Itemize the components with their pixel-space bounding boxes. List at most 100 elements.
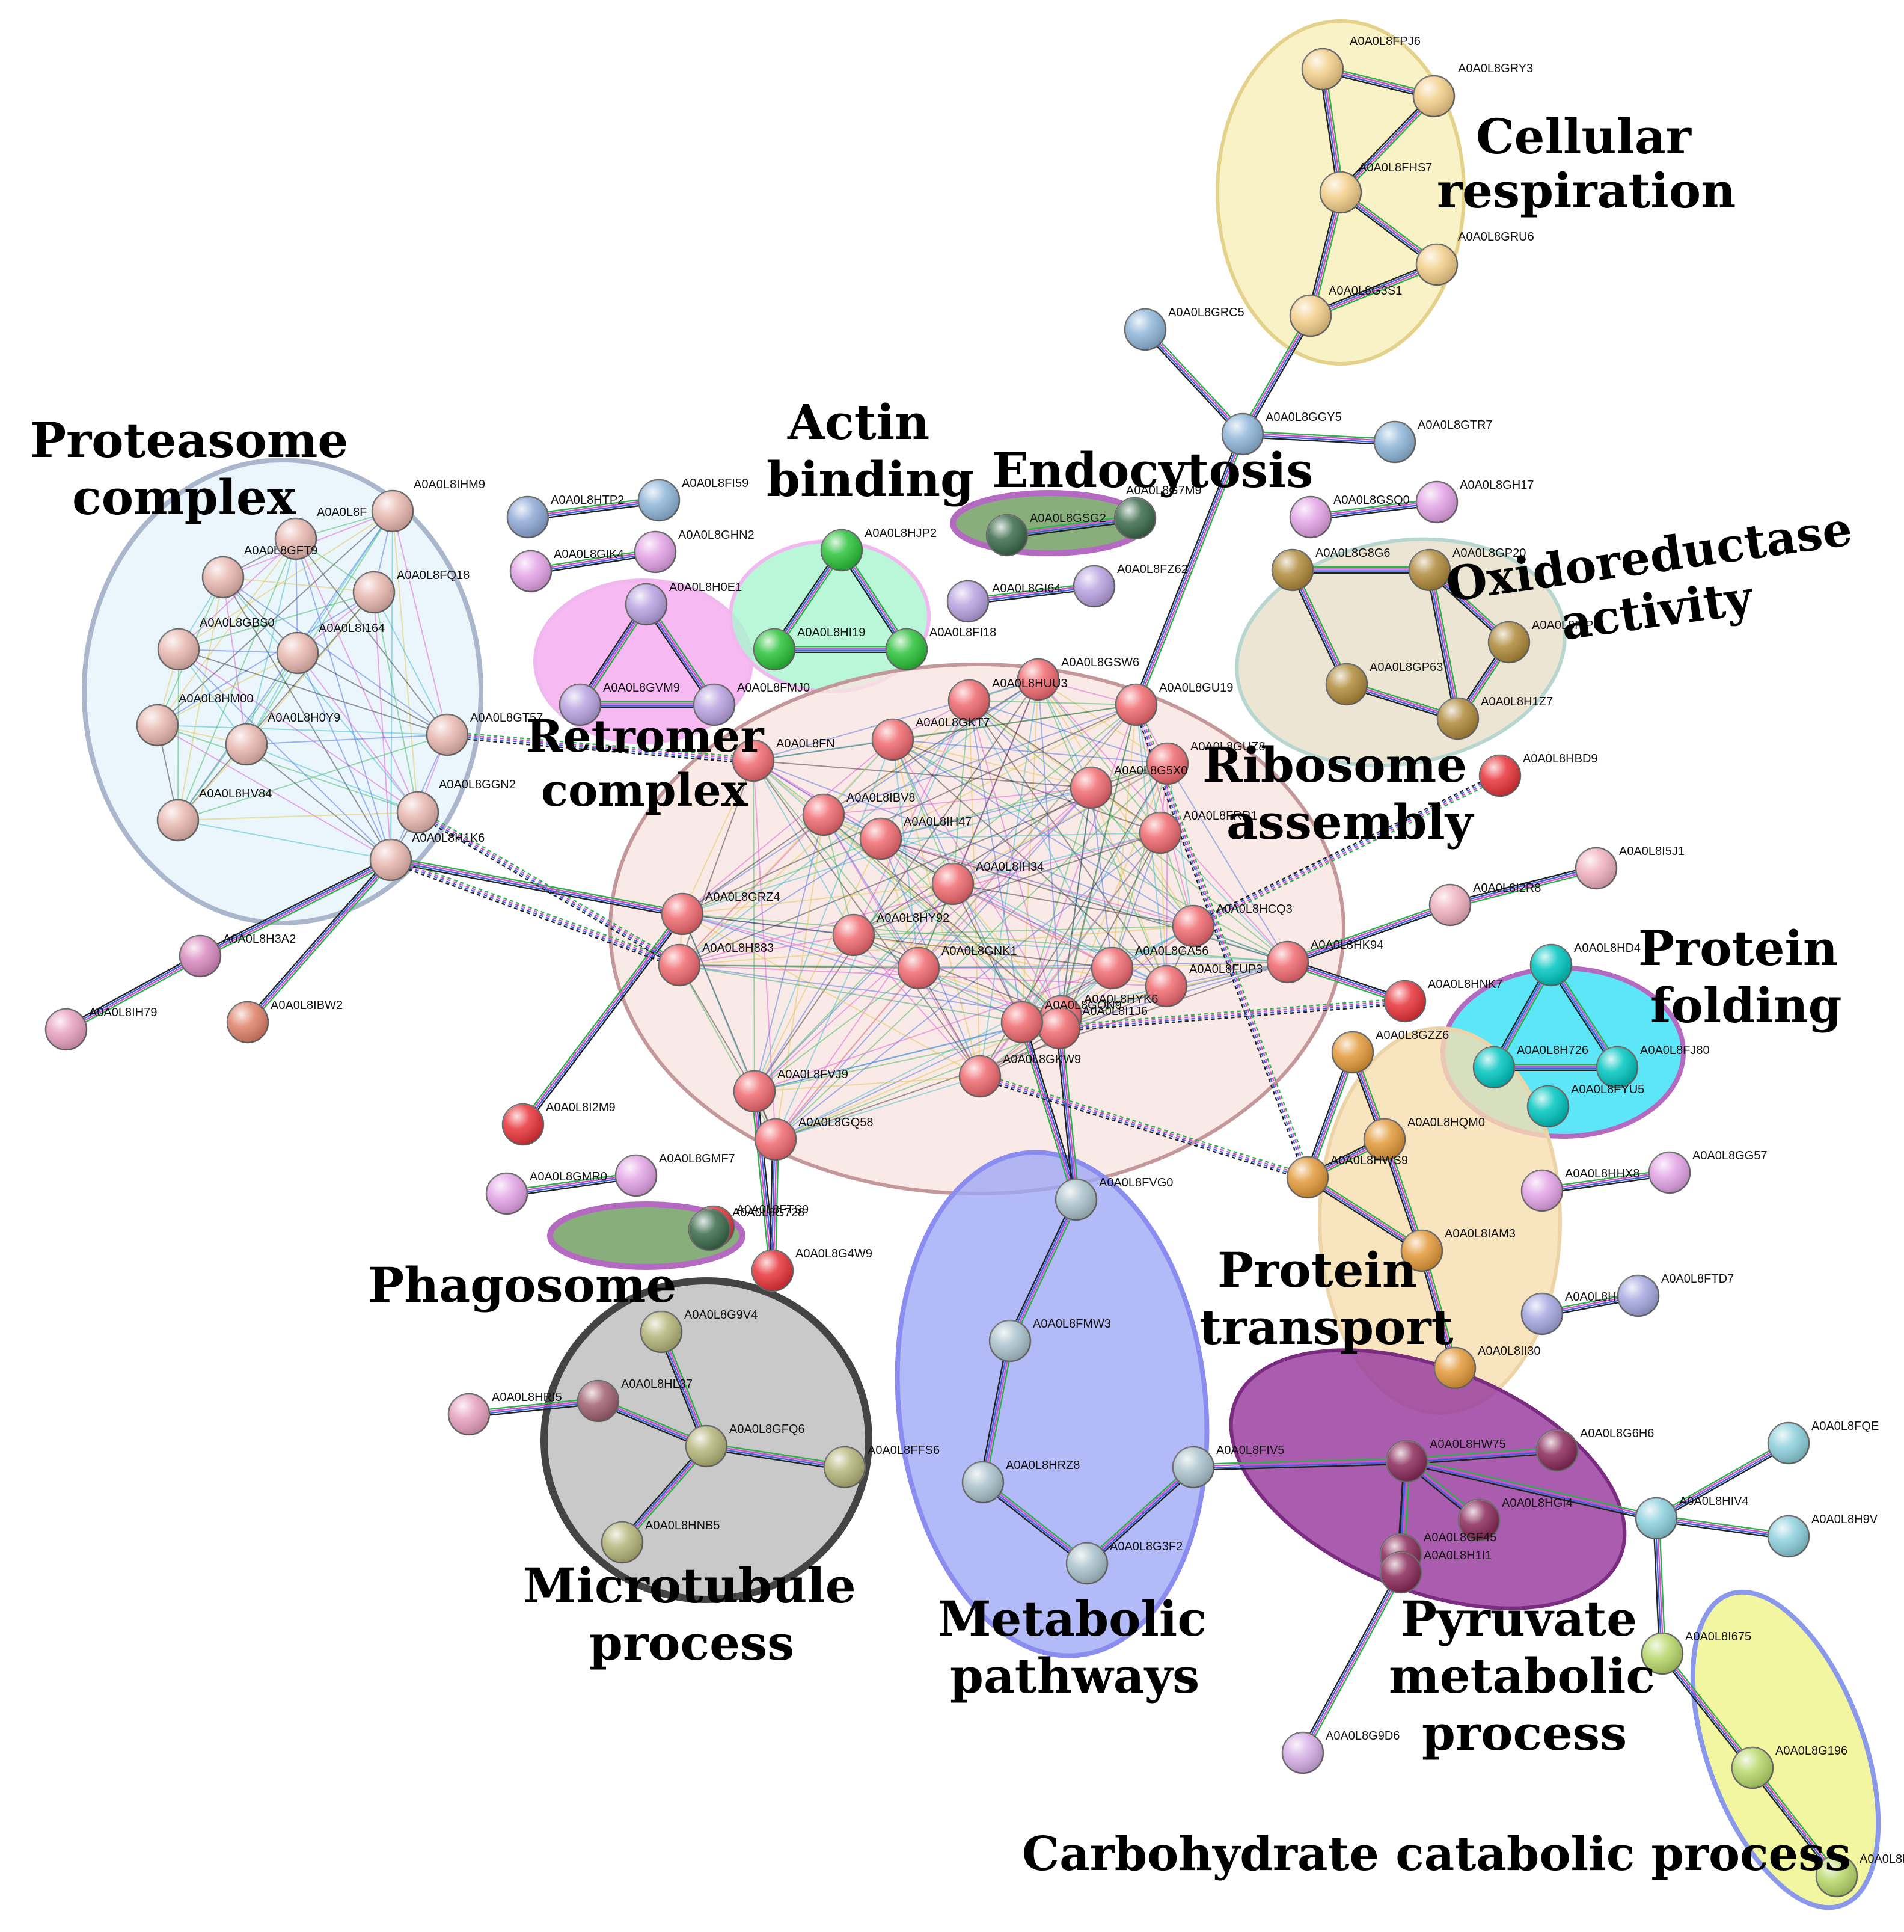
protein-node[interactable]: A0A0L8GMR0: [485, 1170, 607, 1215]
protein-node[interactable]: A0A0L8GIK4: [509, 548, 624, 593]
protein-node[interactable]: A0A0L8HK94: [1266, 939, 1383, 984]
protein-node[interactable]: A0A0L8FUP3: [1145, 963, 1263, 1008]
protein-node[interactable]: A0A0L8GRU6: [1415, 230, 1534, 286]
protein-node[interactable]: A0A0L8IBV8: [802, 791, 916, 836]
protein-node[interactable]: A0A0L8HIV4: [1635, 1495, 1749, 1540]
protein-node[interactable]: A0A0L8HGI4: [1457, 1497, 1573, 1542]
protein-node[interactable]: A0A0L8FN: [732, 737, 835, 782]
protein-node[interactable]: A0A0L8FTD7: [1617, 1272, 1734, 1317]
protein-node[interactable]: A0A0L8GI64: [946, 580, 1061, 623]
protein-node[interactable]: A0A0L8GZZ6: [1331, 1029, 1449, 1074]
protein-node[interactable]: A0A0L8GVM9: [559, 681, 680, 726]
protein-node[interactable]: A0A0L8H726: [1472, 1044, 1588, 1089]
protein-node[interactable]: A0A0L8FHS7: [1319, 161, 1432, 214]
protein-node[interactable]: A0A0L8IHM9: [371, 478, 485, 533]
protein-node[interactable]: A0A0L8HNK7: [1383, 978, 1503, 1023]
protein-node[interactable]: A0A0L8G5X0: [1070, 764, 1187, 809]
protein-node[interactable]: A0A0L8HY92: [832, 912, 949, 957]
protein-node[interactable]: A0A0L8GQ58: [754, 1116, 874, 1161]
protein-node[interactable]: A0A0L8HHX8: [1520, 1167, 1640, 1212]
protein-node[interactable]: A0A0L8H1Z7: [1436, 695, 1553, 740]
protein-node[interactable]: A0A0L8H0E1: [625, 581, 742, 626]
protein-node[interactable]: A0A0L8I: [1815, 1853, 1904, 1898]
protein-node[interactable]: A0A0L8GQN9: [1000, 999, 1122, 1044]
protein-node[interactable]: A0A0L8G728: [688, 1206, 804, 1251]
protein-node[interactable]: A0A0L8GU19: [1115, 681, 1233, 726]
protein-node[interactable]: A0A0L8HW75: [1385, 1438, 1506, 1483]
protein-node[interactable]: A0A0L8I1J6: [1038, 1005, 1148, 1050]
protein-node[interactable]: A0A0L8GRY3: [1412, 62, 1533, 118]
protein-node[interactable]: A0A0L8I2R8: [1428, 882, 1541, 927]
protein-node[interactable]: A0A0L8HD4: [1529, 942, 1641, 987]
protein-node[interactable]: A0A0L8H3A2: [179, 933, 296, 978]
protein-node[interactable]: A0A0L8G8G6: [1271, 547, 1391, 592]
protein-node[interactable]: A0A0L8FVG0: [1055, 1176, 1173, 1221]
protein-node[interactable]: A0A0L8GSQ0: [1289, 494, 1410, 539]
protein-node[interactable]: A0A0L8H883: [658, 942, 774, 987]
protein-node[interactable]: A0A0L8G3S1: [1289, 284, 1402, 337]
protein-node[interactable]: A0A0L8GBS0: [157, 616, 275, 671]
protein-node[interactable]: A0A0L8FZ62: [1073, 563, 1188, 608]
protein-node[interactable]: A0A0L8H1K6: [369, 832, 485, 882]
protein-node[interactable]: A0A0L8FJ80: [1596, 1044, 1710, 1089]
protein-node[interactable]: A0A0L8G9D6: [1281, 1729, 1400, 1774]
protein-node[interactable]: A0A0L8IAM3: [1400, 1227, 1516, 1272]
protein-node[interactable]: A0A0L8G4W9: [751, 1247, 872, 1292]
protein-node[interactable]: A0A0L8FQ18: [352, 569, 470, 614]
protein-node[interactable]: A0A0L8I2M9: [501, 1101, 616, 1146]
protein-node[interactable]: A0A0L8HTP2: [506, 494, 624, 539]
protein-node[interactable]: A0A0L8F: [274, 506, 367, 560]
protein-node[interactable]: A0A0L8FMW3: [988, 1317, 1111, 1363]
protein-node[interactable]: A0A0L8GFT9: [201, 544, 317, 599]
protein-node[interactable]: A0A0L8FYU5: [1526, 1083, 1644, 1128]
protein-node[interactable]: A0A0L8HCQ3: [1172, 903, 1293, 948]
protein-node[interactable]: A0A0L8FPJ6: [1301, 35, 1421, 91]
protein-node[interactable]: A0A0L8GP63: [1325, 661, 1443, 706]
protein-node[interactable]: A0A0L8GRC5: [1124, 306, 1244, 351]
protein-node[interactable]: A0A0L8FVJ9: [733, 1068, 848, 1113]
protein-node[interactable]: A0A0L8I164: [276, 622, 385, 675]
protein-node[interactable]: A0A0L8GFQ6: [685, 1423, 805, 1468]
protein-node[interactable]: A0A0L8I675: [1641, 1630, 1751, 1675]
protein-node[interactable]: A0A0L8FFS6: [823, 1444, 940, 1489]
protein-node[interactable]: A0A0L8GTR7: [1373, 419, 1493, 464]
protein-node[interactable]: A0A0L8HNB5: [601, 1519, 720, 1564]
protein-node[interactable]: A0A0L8HV84: [156, 787, 272, 842]
protein-node[interactable]: A0A0L8II30: [1433, 1345, 1541, 1390]
protein-node[interactable]: A0A0L8HRI5: [447, 1391, 562, 1436]
protein-node[interactable]: A0A0L8GG57: [1648, 1149, 1768, 1194]
protein-node[interactable]: A0A0L8I5J1: [1575, 845, 1685, 890]
protein-node[interactable]: A0A0L8HQM0: [1363, 1116, 1485, 1161]
protein-node[interactable]: A0A0L8G3F2: [1065, 1540, 1183, 1585]
protein-node[interactable]: A0A0L8GT57: [426, 711, 543, 756]
protein-node[interactable]: A0A0L8H0Y9: [225, 711, 340, 766]
protein-node[interactable]: A0A0L8GUZ8: [1146, 740, 1266, 785]
protein-node[interactable]: A0A0L8HUU3: [947, 677, 1068, 722]
protein-node[interactable]: A0A0L8HRZ8: [961, 1459, 1080, 1504]
protein-node[interactable]: A0A0L8HI19: [753, 626, 865, 671]
protein-node[interactable]: A0A0L8GNK1: [897, 945, 1017, 990]
protein-node[interactable]: A0A0L8FQE: [1767, 1420, 1879, 1465]
protein-node[interactable]: A0A0L8G196: [1731, 1744, 1847, 1789]
protein-node[interactable]: A0A0L8GMF7: [614, 1152, 735, 1197]
protein-node[interactable]: A0A0L8GSW6: [1017, 656, 1139, 701]
protein-node[interactable]: A0A0L8G9V4: [640, 1308, 758, 1354]
protein-node[interactable]: A0A0L8H9V: [1767, 1513, 1878, 1558]
protein-node[interactable]: A0A0L8G6H6: [1535, 1427, 1654, 1472]
protein-node[interactable]: A0A0L8HJP2: [820, 527, 937, 572]
protein-node[interactable]: A0A0L8GKW9: [958, 1053, 1081, 1098]
protein-node[interactable]: A0A0L8IH79: [44, 1006, 157, 1051]
protein-node[interactable]: A0A0L8FIV5: [1172, 1444, 1284, 1489]
protein-node[interactable]: A0A0L8GP20: [1408, 547, 1526, 592]
protein-node[interactable]: A0A0L8GRZ4: [661, 891, 780, 936]
protein-node[interactable]: A0A0L8G7M9: [1113, 484, 1202, 540]
protein-node[interactable]: A0A0L8GSG2: [985, 512, 1106, 557]
protein-node[interactable]: A0A0L8HL37: [577, 1378, 693, 1423]
protein-node[interactable]: A0A0L8IH34: [931, 860, 1044, 906]
protein-node[interactable]: A0A0L8GKT7: [871, 716, 990, 761]
protein-node[interactable]: A0A0L8GHN2: [634, 529, 755, 574]
protein-node[interactable]: A0A0L8FI59: [637, 477, 748, 522]
protein-node[interactable]: A0A0L8HWS9: [1286, 1154, 1408, 1199]
protein-node[interactable]: A0A0L8GGY5: [1221, 411, 1342, 456]
protein-node[interactable]: A0A0L8FRR1: [1139, 809, 1257, 854]
